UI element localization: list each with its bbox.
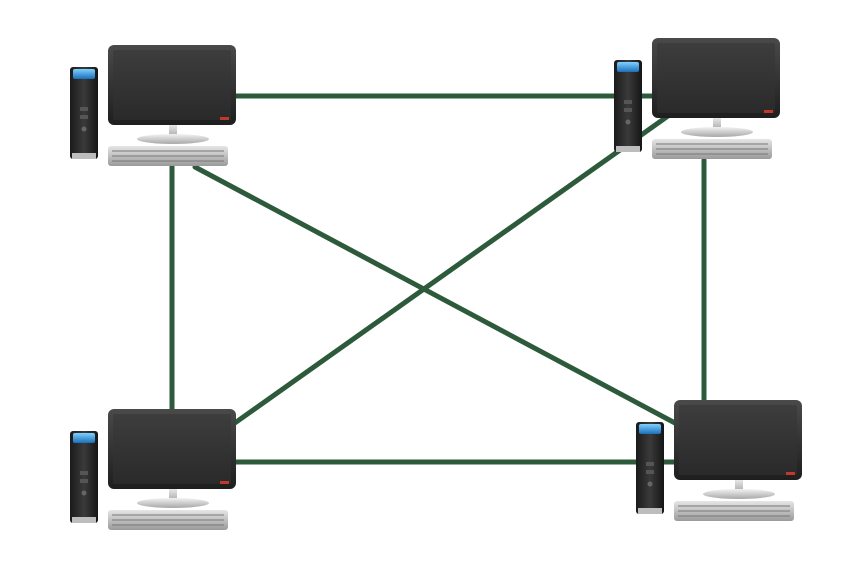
nodes-layer <box>69 37 803 531</box>
desktop-computer-icon <box>69 408 237 531</box>
links-layer <box>169 93 707 465</box>
pc-top-right <box>613 37 781 160</box>
pc-top-left <box>69 44 237 167</box>
link-pc-top-right-to-pc-bottom-left <box>229 113 671 428</box>
pc-bottom-left <box>69 408 237 531</box>
link-pc-top-left-to-pc-bottom-right <box>192 164 678 426</box>
desktop-computer-icon <box>69 44 237 167</box>
desktop-computer-icon <box>613 37 781 160</box>
